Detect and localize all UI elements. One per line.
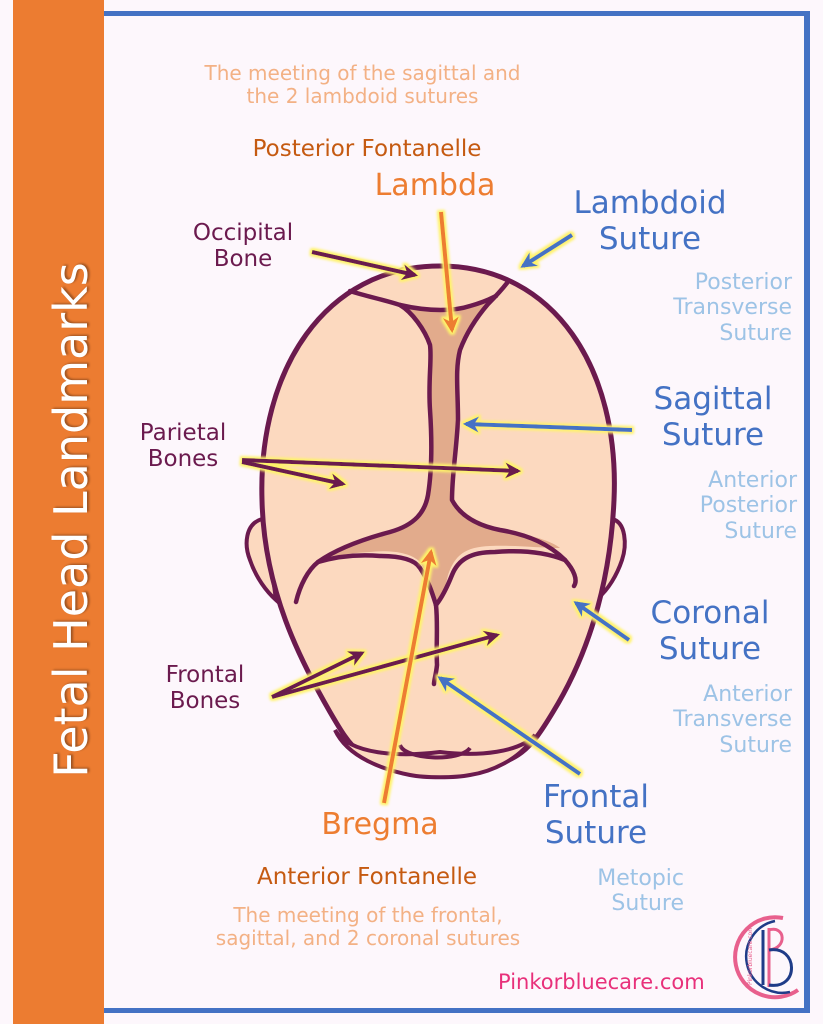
frontal-arrow-left: [271, 651, 365, 699]
coronal-arrow: [573, 601, 631, 642]
label-line: Suture: [719, 732, 792, 758]
coronal-suture-label: Coronal Suture: [640, 595, 780, 667]
lambda-arrow: [439, 211, 459, 334]
label-line: Anterior: [708, 468, 797, 493]
label-line: Bones: [169, 688, 241, 715]
label-line: Coronal: [650, 595, 770, 631]
logo-text: Pinkorbluecare.com: [747, 926, 754, 985]
label-line: Transverse: [673, 707, 792, 733]
label-line: Suture: [719, 320, 792, 346]
sagittal-suture-label: Sagittal Suture: [632, 381, 794, 453]
lambdoid-suture-label: Lambdoid Suture: [560, 185, 740, 257]
bregma-description-line: The meeting of the frontal,: [233, 903, 503, 927]
label-line: Suture: [658, 630, 762, 667]
label-line: Suture: [598, 220, 702, 257]
label-line: Bone: [213, 246, 273, 273]
lambdoid-suture-right: [449, 280, 578, 589]
posterior-fontanelle-label: Posterior Fontanelle: [252, 136, 482, 162]
bregma-label: Bregma: [321, 807, 439, 842]
label-line: Bones: [147, 446, 219, 473]
label-line: Sagittal: [653, 381, 773, 417]
posterior-fontanelle: [318, 298, 560, 605]
lambda-label: Lambda: [374, 168, 496, 203]
anterior-fontanelle-label: Anterior Fontanelle: [257, 864, 477, 890]
lambda-description-line: the 2 lambdoid sutures: [246, 84, 479, 108]
label-line: Suture: [544, 814, 648, 851]
frontal-suture: [431, 602, 440, 687]
lambdoid-arrow: [520, 233, 574, 268]
coronal-left: [315, 553, 439, 608]
label-line: Occipital: [192, 220, 294, 246]
parietal-bones-label: Parietal Bones: [118, 420, 248, 473]
label-line: Suture: [611, 891, 684, 917]
content-frame: [104, 11, 810, 1013]
occipital-arrow: [311, 250, 419, 281]
parietal-arrow-left: [241, 460, 347, 490]
sagittal-alias-label: Anterior Posterior Suture: [640, 468, 797, 544]
lambdoid-alias-label: Posterior Transverse Suture: [620, 270, 792, 346]
left-ear: [244, 516, 279, 606]
lambda-description: The meeting of the sagittal and the 2 la…: [160, 62, 565, 108]
suture-arrows: [437, 233, 633, 776]
frontal-suture-label: Frontal Suture: [526, 779, 666, 851]
coronal-right: [433, 549, 568, 608]
label-line: Anterior: [703, 682, 792, 707]
lambda-description-line: The meeting of the sagittal and: [204, 61, 521, 85]
label-line: Frontal: [165, 662, 245, 688]
label-line: Frontal: [542, 779, 650, 815]
pinkorblue-logo: Pinkorbluecare.com: [733, 915, 800, 1000]
bone-arrows: [241, 250, 522, 699]
suture-lines: [293, 280, 578, 687]
lambdoid-suture-left: [293, 288, 434, 605]
sagittal-arrow: [462, 416, 633, 433]
frontal-alias-label: Metopic Suture: [560, 866, 684, 917]
nose-bump: [398, 743, 472, 760]
label-line: Metopic: [597, 866, 684, 891]
title-sidebar: Fetal Head Landmarks: [13, 0, 104, 1024]
label-line: Transverse: [673, 295, 792, 321]
label-line: Suture: [661, 416, 765, 453]
website-link[interactable]: Pinkorbluecare.com: [498, 970, 705, 994]
label-line: Posterior: [699, 493, 797, 519]
label-line: Lambdoid: [573, 185, 727, 221]
frontal-arrow-right: [271, 630, 501, 699]
parietal-arrow-right: [241, 458, 522, 479]
frontal-suture-arrow: [437, 676, 582, 776]
landmark-arrows: [382, 211, 459, 804]
label-line: Parietal: [139, 420, 227, 446]
bregma-arrow: [382, 548, 437, 804]
coronal-alias-label: Anterior Transverse Suture: [620, 682, 792, 758]
occipital-bone-label: Occipital Bone: [178, 220, 308, 273]
bregma-description-line: sagittal, and 2 coronal sutures: [215, 926, 521, 950]
frontal-bones-label: Frontal Bones: [145, 662, 265, 715]
label-line: Posterior: [694, 270, 792, 295]
label-line: Suture: [724, 518, 797, 544]
bregma-description: The meeting of the frontal, sagittal, an…: [178, 904, 558, 950]
